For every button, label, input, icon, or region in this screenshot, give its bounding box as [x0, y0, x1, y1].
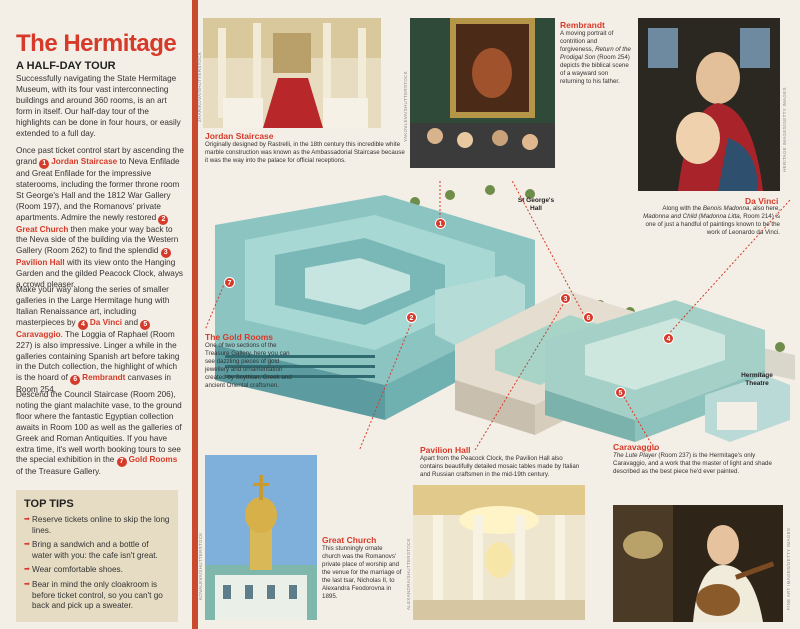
top-tips-box: TOP TIPS ➡Reserve tickets online to skip…: [16, 490, 178, 622]
map-marker-3: 3: [560, 293, 571, 304]
caption-text-jordan: Originally designed by Rastrelli, in the…: [205, 141, 405, 164]
stop-number-1: 1: [39, 158, 50, 169]
caption-text-davinci: Along with the Benois Madonna, also here…: [643, 205, 780, 236]
map-label-hermitage-theatre: Hermitage Theatre: [741, 372, 773, 387]
stop-number-4: 4: [77, 319, 88, 330]
caption-title-jordan: Jordan Staircase: [205, 131, 274, 141]
da-vinci-madonna-photo: [638, 18, 780, 191]
caravaggio-lute-player-photo: [613, 505, 783, 622]
caption-text-caravaggio: The Lute Player (Room 237) is the Hermit…: [613, 452, 772, 475]
arrow-right-icon: ➡: [24, 516, 30, 523]
map-marker-4: 4: [663, 333, 674, 344]
arrow-right-icon: ➡: [24, 566, 30, 574]
map-marker-2: 2: [406, 312, 417, 323]
lute-player-image: [613, 505, 783, 622]
stop-number-6: 6: [70, 375, 81, 386]
great-church-photo: [205, 455, 317, 620]
caption-title-great-church: Great Church: [322, 535, 377, 545]
tip-item: ➡Bring a sandwich and a bottle of water …: [24, 540, 158, 560]
caption-title-davinci: Da Vinci: [745, 196, 779, 206]
map-marker-7: 7: [224, 277, 235, 288]
map-marker-6: 6: [583, 312, 594, 323]
rembrandt-gallery-image: [410, 18, 555, 168]
caption-text-great-church: This stunningly ornate church was the Ro…: [322, 545, 402, 600]
section-edge-tab: [192, 0, 198, 629]
photo-credit: FINE ART IMAGES/GETTY IMAGES: [786, 527, 791, 610]
caption-title-gold-rooms: The Gold Rooms: [205, 332, 273, 342]
stop-gold-rooms: Gold Rooms: [128, 455, 178, 465]
tip-item: ➡Wear comfortable shoes.: [24, 565, 123, 575]
great-church-dome-image: [205, 455, 317, 620]
top-tips-title: TOP TIPS: [24, 498, 74, 510]
caption-title-rembrandt: Rembrandt: [560, 20, 605, 30]
stop-jordan-staircase: Jordan Staircase: [51, 156, 118, 166]
photo-credit: YAKOVLEVA/SHUTTERSTOCK: [403, 71, 408, 142]
caption-text-pavilion-hall: Apart from the Peacock Clock, the Pavili…: [420, 455, 580, 478]
jordan-staircase-image: [203, 18, 381, 128]
tour-paragraph-1: Once past ticket control start by ascend…: [16, 146, 184, 290]
map-marker-5: 5: [615, 387, 626, 398]
map-label-st-georges-hall: St George's Hall: [517, 197, 555, 212]
rembrandt-gallery-photo: [410, 18, 555, 168]
tip-item: ➡Bear in mind the only cloakroom is befo…: [24, 579, 163, 611]
photo-credit: HERITAGE IMAGES/GETTY IMAGES: [782, 87, 787, 172]
map-marker-1: 1: [435, 218, 446, 229]
stop-great-church: Great Church: [16, 224, 69, 234]
caption-text-gold-rooms: One of two sections of the Treasure Gall…: [205, 342, 292, 389]
caption-text-rembrandt: A moving portrait of contrition and forg…: [560, 30, 631, 85]
stop-da-vinci: Da Vinci: [89, 317, 123, 327]
arrow-right-icon: ➡: [24, 541, 30, 549]
stop-rembrandt: Rembrandt: [82, 373, 126, 383]
hermitage-3d-map: [204, 129, 795, 511]
hermitage-map-illustration: [204, 129, 795, 511]
stop-number-2: 2: [158, 214, 169, 225]
stop-caravaggio: Caravaggio: [16, 329, 61, 339]
pavilion-hall-photo: [413, 485, 585, 620]
page-subtitle: A HALF-DAY TOUR: [16, 60, 116, 72]
arrow-right-icon: ➡: [24, 580, 30, 588]
stop-number-3: 3: [160, 248, 171, 259]
photo-credit: ALEXANDRA/SHUTTERSTOCK: [406, 538, 411, 610]
stop-pavilion-hall: Pavilion Hall: [16, 258, 65, 268]
caption-title-pavilion-hall: Pavilion Hall: [420, 445, 471, 455]
caption-title-caravaggio: Caravaggio: [613, 442, 660, 452]
madonna-litta-image: [638, 18, 780, 191]
page-title: The Hermitage: [16, 30, 177, 57]
stop-number-5: 5: [140, 319, 151, 330]
stop-number-7: 7: [116, 457, 127, 468]
intro-paragraph: Successfully navigating the State Hermit…: [16, 74, 181, 138]
tour-paragraph-3: Descend the Council Staircase (Room 206)…: [16, 390, 182, 477]
pavilion-hall-interior-image: [413, 485, 585, 620]
photo-credit: ZHARIKOVA/SHUTTERSTOCK: [197, 51, 202, 122]
photo-credit: KOVALEVA/SHUTTERSTOCK: [198, 532, 203, 600]
tour-paragraph-2: Make your way along the series of smalle…: [16, 285, 180, 395]
tip-item: ➡Reserve tickets online to skip the long…: [24, 515, 170, 535]
jordan-staircase-photo: [203, 18, 381, 128]
